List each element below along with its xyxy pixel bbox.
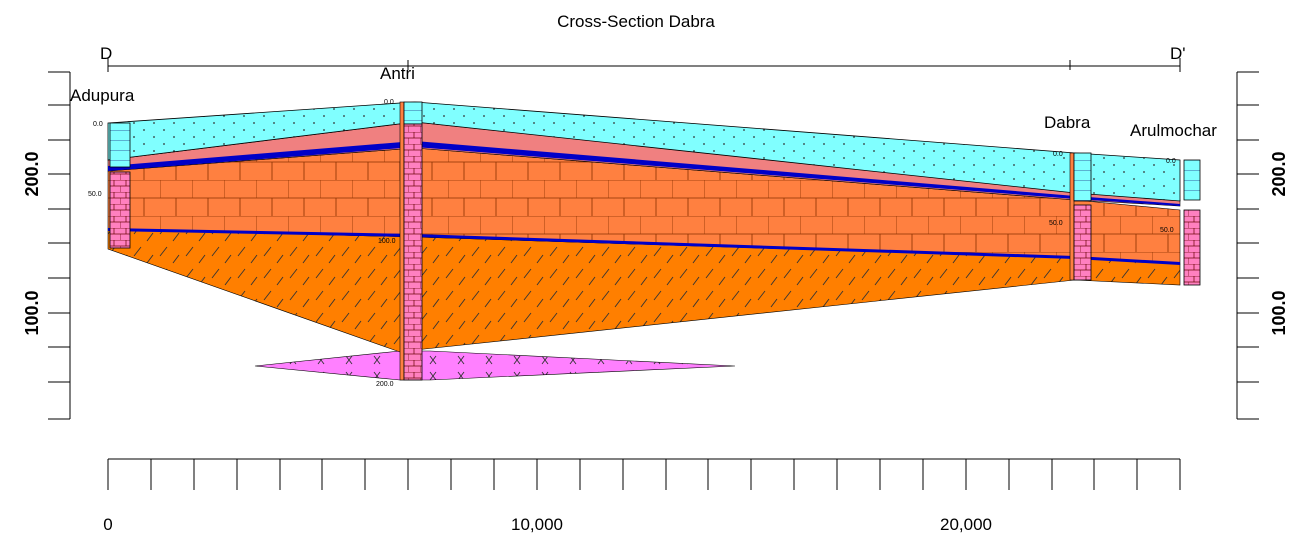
right-elevation-label-100: 100.0 [1269,290,1289,335]
section-line [107,58,1181,72]
right-elevation-label-200: 200.0 [1269,151,1289,196]
well-name-arulmochar: Arulmochar [1130,121,1217,140]
depth-label-antri-top: 0.0 [384,99,394,106]
alluvium-layer [107,101,1181,202]
well-name-antri: Antri [380,64,415,83]
depth-label-dabra-top: 0.0 [1053,151,1063,158]
depth-label-adupura-50: 50.0 [88,191,102,198]
left-elevation-label-100: 100.0 [22,290,42,335]
diagram-title: Cross-Section Dabra [557,12,715,31]
distance-label-10000: 10,000 [511,515,563,534]
depth-label-arulmochar-50: 50.0 [1160,227,1174,234]
depth-label-antri-200: 200.0 [376,381,394,388]
well-arulmochar [1183,159,1201,286]
distance-label-20000: 20,000 [940,515,992,534]
depth-label-adupura-top: 0.0 [93,121,103,128]
well-name-dabra: Dabra [1044,113,1091,132]
right-elevation-axis [1236,71,1259,420]
well-adupura [109,122,131,249]
depth-label-dabra-50: 50.0 [1049,220,1063,227]
lower-aquifer-line [108,228,1180,265]
depth-label-antri-100: 100.0 [378,238,396,245]
depth-label-arulmochar-top: 0.0 [1166,158,1176,165]
distance-label-0: 0 [103,515,112,534]
well-dabra [1069,152,1092,281]
basement-lens [254,350,736,381]
well-name-adupura: Adupura [70,86,135,105]
distance-axis [107,458,1181,490]
section-start-label: D [100,44,112,63]
left-elevation-axis [48,71,71,420]
section-end-label: D' [1170,44,1186,63]
left-elevation-label-200: 200.0 [22,151,42,196]
well-antri [399,101,423,381]
